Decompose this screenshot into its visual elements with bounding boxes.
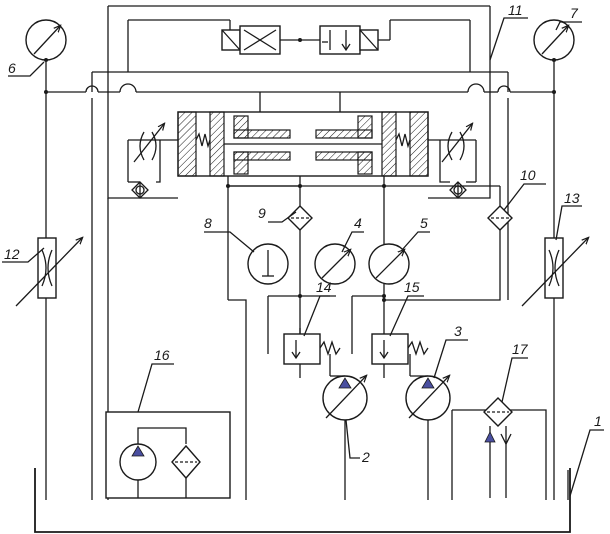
label-17: 17 bbox=[512, 341, 529, 357]
label-1: 1 bbox=[594, 413, 602, 429]
label-7: 7 bbox=[570, 5, 579, 21]
gauge-5 bbox=[368, 243, 410, 285]
label-16: 16 bbox=[154, 347, 170, 363]
throttle-13 bbox=[521, 238, 588, 307]
label-15: 15 bbox=[404, 279, 420, 295]
left-adjustable-throttle bbox=[133, 124, 164, 163]
right-check-valve bbox=[449, 181, 467, 199]
gauge-4 bbox=[314, 243, 356, 285]
pressure-switch-8 bbox=[247, 243, 289, 285]
pump-3 bbox=[405, 376, 450, 421]
label-10: 10 bbox=[520, 167, 536, 183]
relief-valve-14 bbox=[283, 328, 341, 365]
hydraulic-cylinder bbox=[177, 111, 429, 177]
component-labels: 6 7 11 12 13 10 9 8 4 5 14 15 16 3 2 17 … bbox=[4, 2, 602, 465]
label-13: 13 bbox=[564, 190, 580, 206]
label-8: 8 bbox=[204, 215, 212, 231]
directional-valve bbox=[221, 20, 391, 55]
label-4: 4 bbox=[354, 215, 362, 231]
leader-lines bbox=[2, 17, 604, 497]
label-12: 12 bbox=[4, 246, 20, 262]
gauge-7 bbox=[533, 19, 575, 61]
label-11: 11 bbox=[508, 2, 523, 18]
tank-1 bbox=[34, 468, 571, 533]
junction-dots bbox=[44, 58, 556, 302]
gauge-6 bbox=[25, 19, 67, 61]
label-14: 14 bbox=[316, 279, 332, 295]
label-6: 6 bbox=[8, 60, 16, 76]
unit-17 bbox=[483, 397, 513, 498]
label-9: 9 bbox=[258, 205, 266, 221]
filter-10 bbox=[487, 205, 513, 231]
label-3: 3 bbox=[454, 323, 462, 339]
unit-16 bbox=[105, 411, 231, 499]
throttle-12 bbox=[15, 238, 82, 307]
left-check-valve bbox=[131, 181, 149, 199]
filter-9 bbox=[287, 205, 313, 231]
label-2: 2 bbox=[361, 449, 370, 465]
relief-valve-15 bbox=[371, 333, 429, 365]
label-5: 5 bbox=[420, 215, 428, 231]
pump-2 bbox=[322, 376, 367, 421]
right-adjustable-throttle bbox=[441, 124, 472, 163]
